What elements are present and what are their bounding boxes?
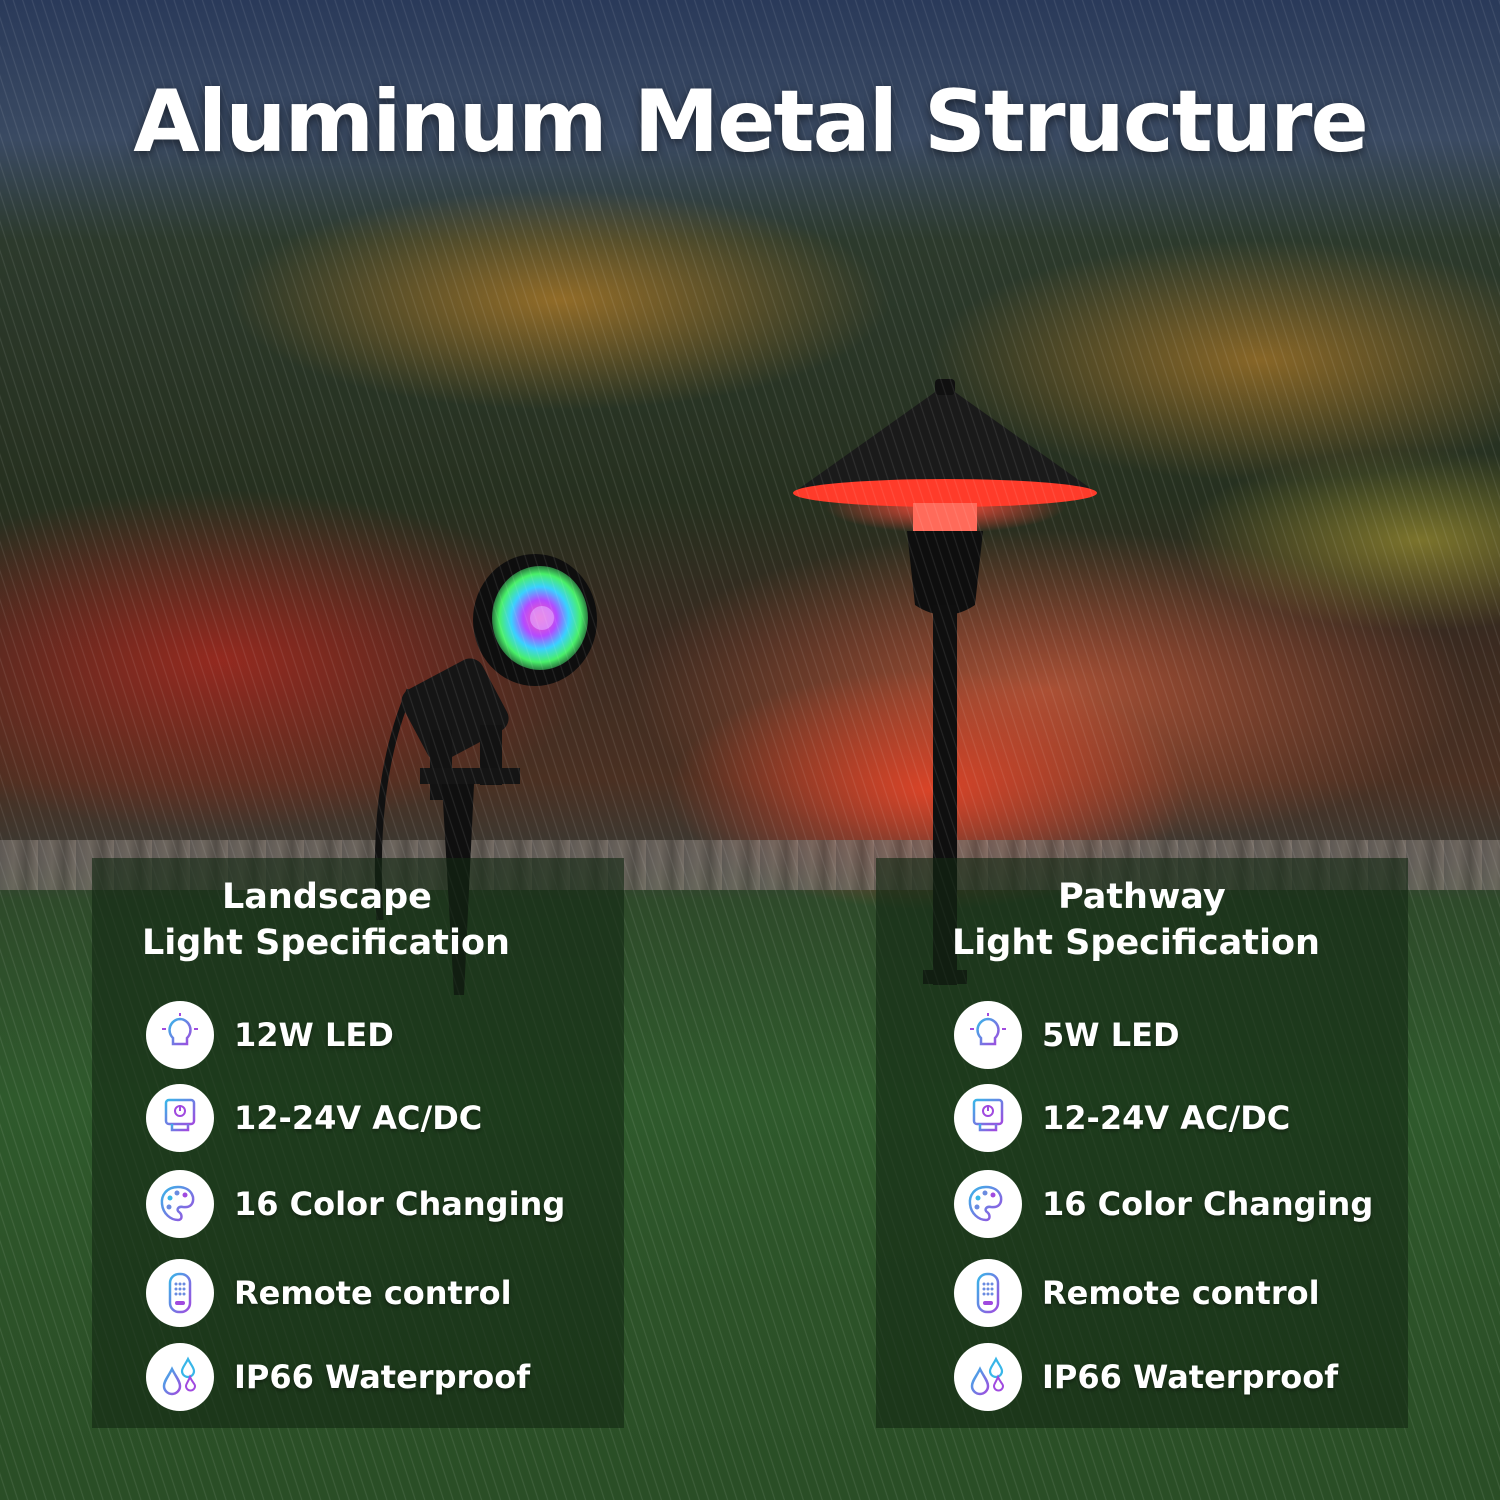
spec-label: 12W LED [234, 1016, 394, 1054]
power-adapter-icon [146, 1084, 214, 1152]
spec-item-power: 5W LED [954, 1000, 1180, 1070]
spec-item-voltage: 12-24V AC/DC [146, 1083, 482, 1153]
spec-label: IP66 Waterproof [1042, 1358, 1339, 1396]
spec-label: 12-24V AC/DC [1042, 1099, 1291, 1137]
spec-item-waterproof: IP66 Waterproof [954, 1342, 1338, 1412]
lightbulb-icon [954, 1001, 1022, 1069]
spec-item-voltage: 12-24V AC/DC [954, 1083, 1290, 1153]
landscape-heading: Landscape Light Specification [92, 874, 624, 966]
power-adapter-icon [954, 1084, 1022, 1152]
landscape-heading-line1: Landscape [222, 877, 432, 917]
palette-icon [954, 1170, 1022, 1238]
page-title: Aluminum Metal Structure [133, 72, 1369, 172]
spec-item-color: 16 Color Changing [954, 1169, 1373, 1239]
lightbulb-icon [146, 1001, 214, 1069]
spec-label: Remote control [1042, 1274, 1320, 1312]
water-drops-icon [954, 1343, 1022, 1411]
spec-item-remote: Remote control [954, 1258, 1320, 1328]
spec-label: 12-24V AC/DC [234, 1099, 483, 1137]
pathway-heading-line2: Light Specification [952, 923, 1320, 963]
spec-item-waterproof: IP66 Waterproof [146, 1342, 530, 1412]
spec-item-power: 12W LED [146, 1000, 394, 1070]
landscape-spec-panel: Landscape Light Specification 12W LED [92, 858, 624, 1428]
spotlight-fixture [374, 554, 597, 995]
spec-label: 16 Color Changing [1042, 1185, 1374, 1223]
palette-icon [146, 1170, 214, 1238]
spec-label: 5W LED [1042, 1016, 1180, 1054]
pathway-heading-line1: Pathway [1058, 877, 1226, 917]
water-drops-icon [146, 1343, 214, 1411]
landscape-heading-line2: Light Specification [142, 923, 510, 963]
spec-label: 16 Color Changing [234, 1185, 566, 1223]
spec-label: IP66 Waterproof [234, 1358, 531, 1396]
pathway-spec-panel: Pathway Light Specification 5W LED [876, 858, 1408, 1428]
remote-icon [146, 1259, 214, 1327]
spec-label: Remote control [234, 1274, 512, 1312]
remote-icon [954, 1259, 1022, 1327]
spec-item-remote: Remote control [146, 1258, 512, 1328]
pathway-heading: Pathway Light Specification [876, 874, 1408, 966]
spec-item-color: 16 Color Changing [146, 1169, 565, 1239]
